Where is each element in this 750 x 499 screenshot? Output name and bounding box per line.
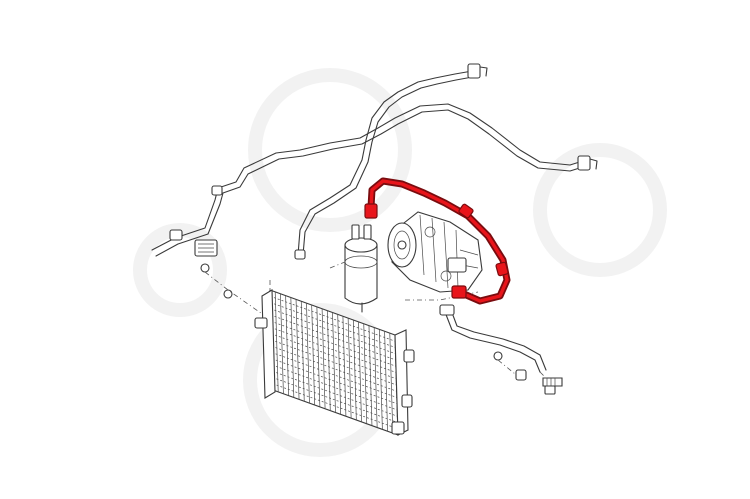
condenser-fin	[358, 321, 362, 422]
condenser-fin	[290, 297, 295, 398]
receiver-drier-icon	[329, 224, 378, 313]
condenser-radiator-icon	[254, 280, 415, 436]
condenser-fin	[389, 333, 394, 434]
condenser-fin	[363, 323, 368, 424]
hose-fitting-icon	[364, 203, 509, 299]
pipe-clip-icon	[194, 239, 269, 319]
refrigerant-pipe-upper-b	[294, 63, 488, 260]
refrigerant-pipe-upper	[151, 103, 598, 257]
ac-compressor-icon	[387, 211, 483, 301]
condenser-fin	[332, 312, 336, 413]
condenser-fin	[337, 314, 342, 415]
condenser-fin	[347, 318, 352, 419]
refrigerant-pipe-lower	[439, 304, 547, 381]
bolt-icon	[539, 371, 563, 395]
condenser-fin	[321, 308, 326, 409]
condenser-fin	[280, 293, 284, 394]
condenser-fin	[373, 327, 378, 428]
condenser-fin	[306, 303, 310, 404]
highlighted-ac-hose[interactable]	[364, 177, 511, 305]
condenser-fin	[295, 299, 300, 400]
